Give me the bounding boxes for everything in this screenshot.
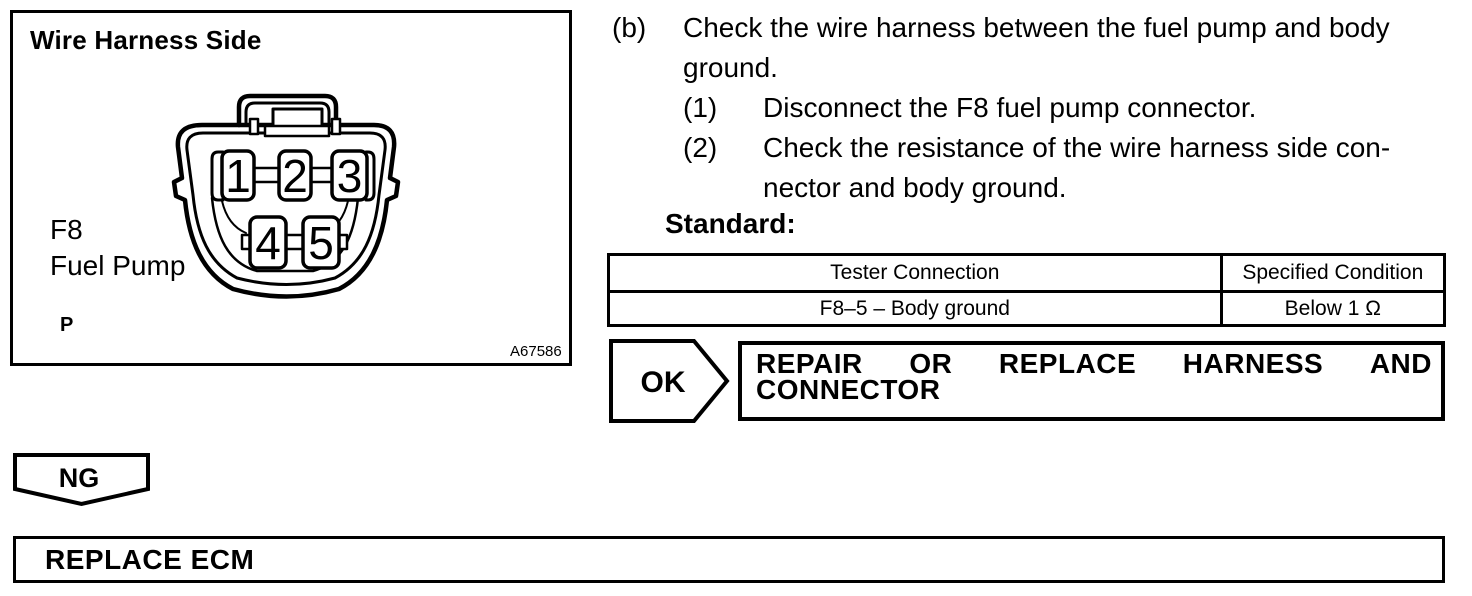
pin-5-number: 5 bbox=[308, 217, 334, 269]
connector-cavity-guide-left bbox=[221, 200, 247, 234]
pin-3-box bbox=[330, 149, 369, 202]
header-tester-connection: Tester Connection bbox=[607, 253, 1223, 293]
substep-1-label: (1) bbox=[683, 92, 718, 123]
connector-name-label: Fuel Pump bbox=[50, 250, 186, 281]
pin-bar-4-5 bbox=[284, 233, 305, 251]
connector-diagram-icon: 1 2 3 4 5 bbox=[171, 93, 401, 299]
ok-action-word: AND bbox=[1369, 348, 1432, 379]
standard-table: Tester Connection Specified Condition F8… bbox=[607, 253, 1447, 327]
pin-1-number: 1 bbox=[225, 150, 251, 202]
ok-arrow-icon: OK bbox=[609, 339, 730, 423]
connector-tab-inner bbox=[244, 101, 331, 127]
ok-label: OK bbox=[641, 366, 686, 399]
step-b-line1: (b) Check the wire harness between the fu… bbox=[612, 11, 1390, 44]
substep-2-text: Check the resistance of the wire harness… bbox=[763, 132, 1391, 163]
pin-4-box bbox=[248, 215, 288, 270]
connector-code-label: F8 bbox=[50, 214, 83, 245]
pin-3-number: 3 bbox=[337, 150, 363, 202]
pin-2-number: 2 bbox=[282, 150, 308, 202]
connector-inner-outline bbox=[185, 131, 387, 286]
substep-2-line2: nector and body ground. bbox=[763, 172, 1067, 203]
figure-title: Wire Harness Side bbox=[30, 25, 262, 55]
cell-specified-condition: Below 1 Ω bbox=[1219, 290, 1447, 327]
pin-5-box bbox=[301, 215, 341, 270]
pin-4-number: 4 bbox=[255, 217, 281, 269]
ng-label: NG bbox=[59, 463, 100, 493]
cell-tester-connection: F8–5 – Body ground bbox=[607, 290, 1223, 327]
figure-code-label: A67586 bbox=[510, 343, 562, 360]
ng-banner-icon: NG bbox=[13, 453, 150, 507]
ok-action-word: REPAIR bbox=[756, 348, 863, 379]
pin-bar-2-3 bbox=[309, 166, 334, 184]
connector-tab-lock-base bbox=[263, 124, 331, 138]
connector-cavity-outline bbox=[210, 196, 360, 273]
ng-action-box: REPLACE ECM bbox=[13, 536, 1445, 583]
standard-table-data-row: F8–5 – Body ground Below 1 Ω bbox=[607, 290, 1447, 327]
ok-action-line1: REPAIR OR REPLACE HARNESS AND bbox=[756, 348, 1432, 379]
wire-color-label: P bbox=[60, 314, 74, 336]
ng-action-text: REPLACE ECM bbox=[45, 544, 255, 575]
step-b-label: (b) bbox=[612, 12, 647, 43]
ok-action-word: HARNESS bbox=[1182, 348, 1324, 379]
substep-2-label: (2) bbox=[683, 132, 718, 163]
ok-action-word: REPLACE bbox=[998, 348, 1137, 379]
substep-2: (2) Check the resistance of the wire harn… bbox=[683, 131, 1390, 164]
ok-action-word: OR bbox=[909, 348, 953, 379]
connector-tab-outer bbox=[236, 93, 339, 128]
substep-1-text: Disconnect the F8 fuel pump connector. bbox=[763, 92, 1257, 123]
ok-action-line2: CONNECTOR bbox=[756, 374, 941, 405]
step-b-line2: ground. bbox=[683, 52, 778, 83]
pin-1-box bbox=[220, 149, 256, 202]
standard-heading: Standard: bbox=[665, 208, 796, 239]
connector-tab-side-left bbox=[248, 117, 260, 136]
substep-1: (1) Disconnect the F8 fuel pump connector… bbox=[683, 91, 1256, 124]
ok-action-box: REPAIR OR REPLACE HARNESS AND CONNECTOR bbox=[738, 341, 1445, 421]
connector-tab-side-right bbox=[330, 117, 342, 136]
pin-2-box bbox=[277, 149, 313, 202]
header-specified-condition: Specified Condition bbox=[1219, 253, 1447, 293]
standard-table-header-row: Tester Connection Specified Condition bbox=[607, 253, 1447, 293]
step-b-text: Check the wire harness between the fuel … bbox=[683, 12, 1390, 43]
pin-bar-1-2 bbox=[252, 166, 281, 184]
